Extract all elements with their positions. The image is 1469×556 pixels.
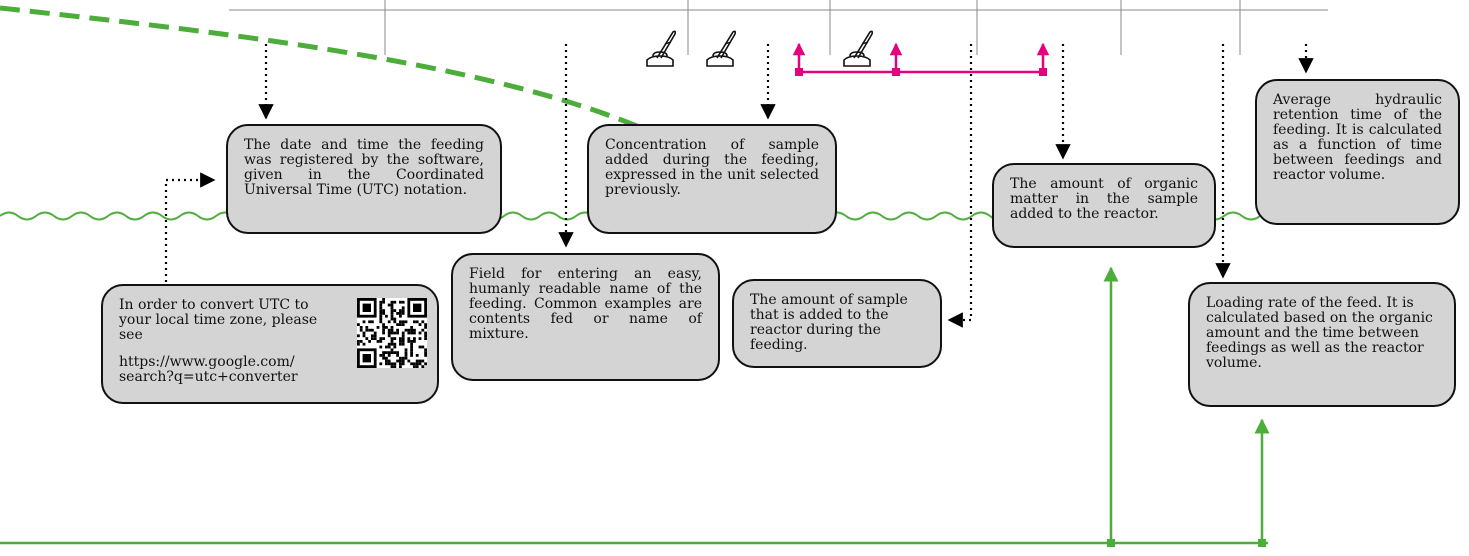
arrow-utc-to-datetime [164,172,216,282]
magenta-bracket [792,42,1050,76]
callout-name-field-text: Field for entering an easy, humanly read… [469,266,702,342]
callout-datetime-text: The date and time the feeding was regist… [244,137,484,198]
callout-sample-amount-text: The amount of sample that is added to th… [750,292,908,353]
arrow-to-sample-amount [947,44,973,328]
pointer-arrows [164,44,1314,328]
qr-code-icon [357,298,427,368]
table-fragment [229,0,1328,55]
callout-name-field: Field for entering an easy, humanly read… [451,253,720,381]
pen-ink-icon [840,28,874,68]
callout-sample-amount: The amount of sample that is added to th… [732,279,942,368]
utc-url-line-1: https://www.google.com/ [119,354,295,370]
callout-utc-text: In order to convert UTC to your local ti… [119,297,318,343]
callout-organic-matter-text: The amount of organic matter in the samp… [1010,176,1198,222]
utc-url-line-2: search?q=utc+converter [119,369,298,385]
callout-concentration-text: Concentration of sample added during the… [605,137,819,198]
callout-retention-time: Average hydraulic retention time of the … [1255,79,1460,225]
pen-ink-icon [643,28,677,68]
callout-loading-rate-text: Loading rate of the feed. It is calculat… [1206,295,1433,371]
green-connector [0,266,1270,547]
callout-datetime: The date and time the feeding was regist… [226,124,502,234]
pen-ink-icon [703,28,737,68]
callout-organic-matter: The amount of organic matter in the samp… [992,163,1216,248]
dashed-green-curve [0,5,674,145]
callout-loading-rate: Loading rate of the feed. It is calculat… [1188,282,1456,407]
callout-retention-time-text: Average hydraulic retention time of the … [1273,92,1442,183]
callout-utc-converter: In order to convert UTC to your local ti… [101,284,439,404]
callout-concentration: Concentration of sample added during the… [587,124,837,234]
